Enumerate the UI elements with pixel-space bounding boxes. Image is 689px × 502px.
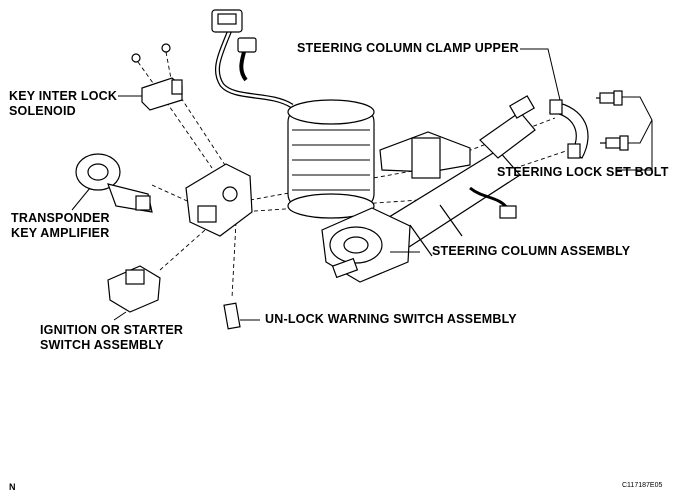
corner-letter: N — [9, 482, 16, 492]
label-column-assembly: STEERING COLUMN ASSEMBLY — [432, 244, 631, 258]
label-key-interlock-2: SOLENOID — [9, 104, 76, 118]
label-lock-set-bolt: STEERING LOCK SET BOLT — [497, 165, 669, 179]
column-wiring — [469, 186, 517, 219]
figure-code: C117187E05 — [622, 482, 663, 489]
label-unlock-switch: UN-LOCK WARNING SWITCH ASSEMBLY — [265, 312, 517, 326]
label-clamp-upper: STEERING COLUMN CLAMP UPPER — [297, 41, 519, 55]
label-transponder-1: TRANSPONDER — [11, 211, 110, 225]
transponder-key-amplifier — [75, 153, 153, 213]
steering-lock-actuator — [287, 99, 375, 219]
label-ignition-1: IGNITION OR STARTER — [40, 323, 184, 337]
steering-column-clamp-upper — [549, 99, 589, 159]
label-key-interlock-1: KEY INTER LOCK — [9, 89, 118, 103]
leader-lines — [71, 48, 653, 321]
key-interlock-solenoid — [141, 77, 183, 111]
label-transponder-2: KEY AMPLIFIER — [11, 226, 110, 240]
actuator-ribs — [292, 129, 370, 191]
column-bracket — [379, 131, 471, 179]
unlock-warning-switch — [223, 302, 241, 330]
key-cylinder-housing — [185, 163, 253, 237]
solenoid-screws — [131, 43, 171, 63]
steering-lock-set-bolt-upper — [596, 90, 623, 106]
ignition-starter-switch — [107, 265, 161, 313]
steering-lock-set-bolt-lower — [600, 135, 629, 151]
label-ignition-2: SWITCH ASSEMBLY — [40, 338, 164, 352]
column-lower-housing — [321, 207, 411, 283]
wire-harness — [211, 9, 294, 109]
